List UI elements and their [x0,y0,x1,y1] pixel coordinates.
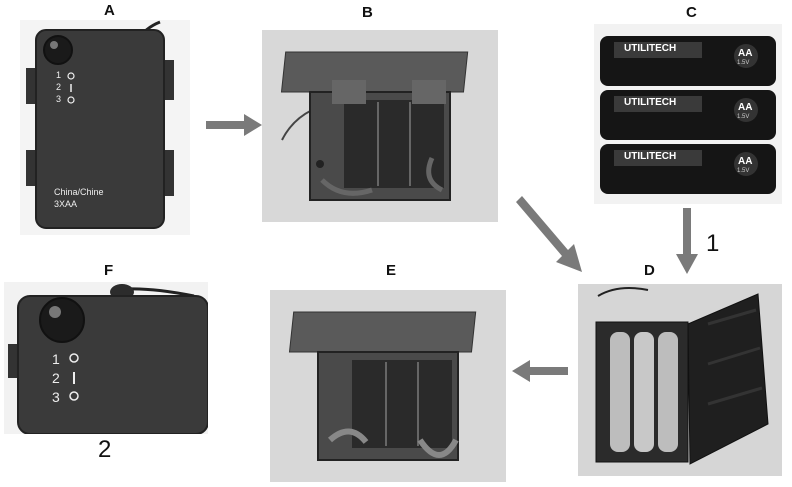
battery-size-1: AA [738,48,753,59]
panel-label-e: E [386,262,397,279]
panel-label-a: A [104,2,115,19]
closeup-switch-position-3: 3 [52,389,60,405]
panel-label-d: D [644,262,655,279]
photo-three-aa-batteries: UTILITECH UTILITECH UTILITECH AA AA AA 1… [594,24,782,204]
closeup-switch-position-1: 1 [52,351,60,367]
switch-position-1: 1 [56,70,62,80]
step-number-1: 1 [706,230,720,257]
step-number-2: 2 [98,436,112,463]
battery-brand-3: UTILITECH [624,151,677,162]
box-print-origin: China/Chine [54,187,104,197]
panel-label-f: F [104,262,114,279]
battery-voltage-1: 1.5V [737,60,750,66]
arrow-b-to-d [516,196,582,272]
arrow-d-to-e [512,360,568,382]
photo-switch-closeup: 1 2 3 [4,282,208,434]
battery-voltage-3: 1.5V [737,168,750,174]
battery-size-3: AA [738,156,753,167]
photo-open-empty-box [262,30,498,222]
photo-closed-battery-box: 1 2 3 China/Chine 3XAA [20,20,190,235]
box-print-battery-type: 3XAA [54,199,78,209]
photo-box-with-batteries [578,284,782,476]
battery-size-2: AA [738,102,753,113]
arrow-a-to-b [206,114,262,136]
arrow-c-to-d [676,208,698,274]
switch-position-2: 2 [56,82,62,92]
panel-label-c: C [686,4,697,21]
closeup-switch-position-2: 2 [52,370,60,386]
photo-open-box-with-hinge-arrows [270,290,506,482]
battery-brand-2: UTILITECH [624,97,677,108]
switch-position-3: 3 [56,94,62,104]
battery-voltage-2: 1.5V [737,114,750,120]
panel-label-b: B [362,4,373,21]
battery-brand-1: UTILITECH [624,43,677,54]
